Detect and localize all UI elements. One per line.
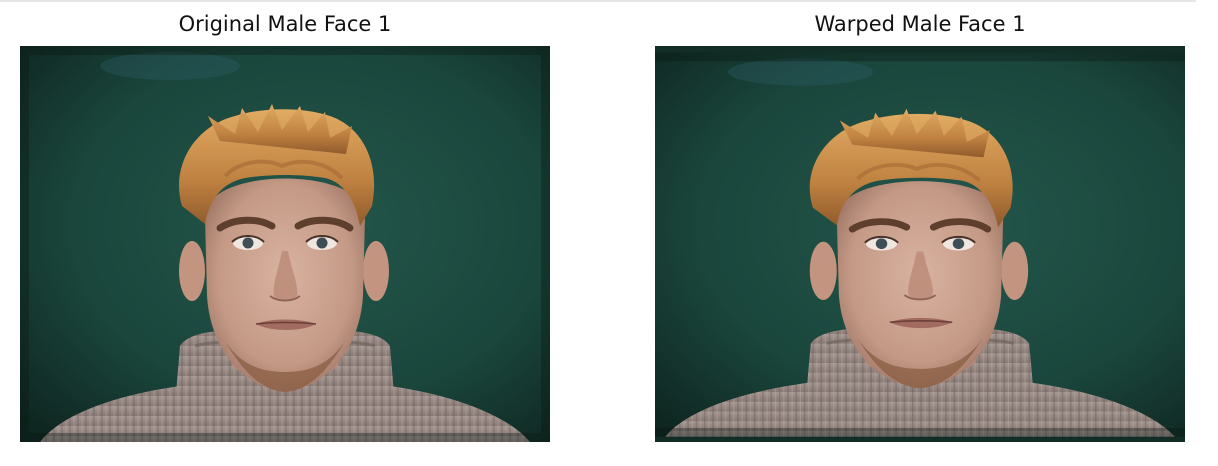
warped-face-image: [655, 46, 1185, 442]
original-face-panel: Original Male Face 1: [20, 0, 550, 442]
warped-portrait-graphic: [655, 46, 1185, 442]
panel-title-original: Original Male Face 1: [178, 12, 392, 36]
panel-title-warped: Warped Male Face 1: [814, 12, 1026, 36]
top-divider: [0, 0, 1196, 2]
warped-face-panel: Warped Male Face 1: [655, 0, 1185, 442]
original-face-image: [20, 46, 550, 442]
original-portrait-graphic: [20, 46, 550, 442]
